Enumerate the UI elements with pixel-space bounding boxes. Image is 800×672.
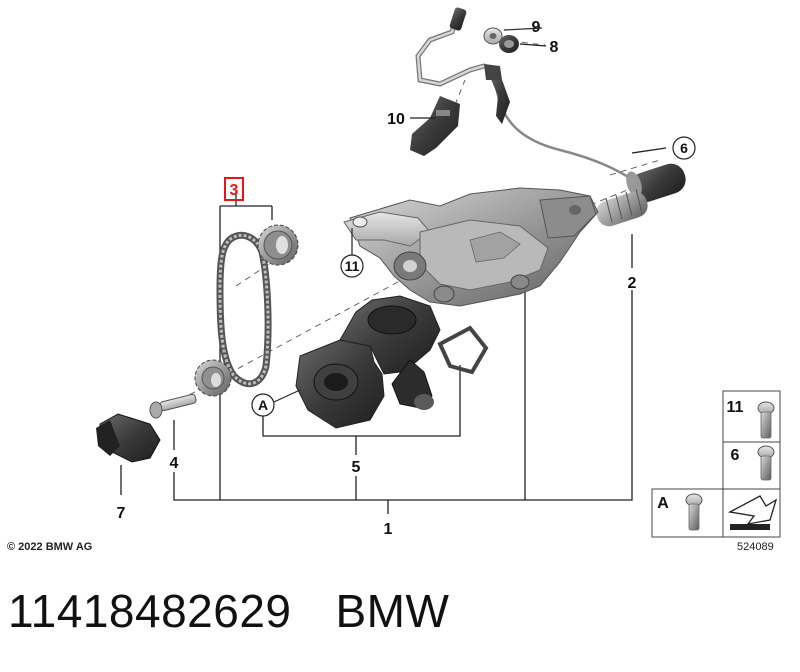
callout-10: 10 [387, 111, 405, 128]
callout-6: 6 [680, 140, 688, 156]
part-number: 11418482629 [8, 585, 292, 637]
lower-sprocket [194, 359, 232, 397]
legend-bolt-A [685, 493, 703, 531]
part-6-sensor-cable [484, 64, 686, 203]
callout-4: 4 [170, 455, 179, 472]
callout-1: 1 [384, 521, 393, 538]
oil-pump-body [343, 187, 599, 307]
part-7-chain-guide [96, 413, 161, 463]
callout-8: 8 [550, 39, 559, 56]
fastener-legend: 11 6 A [651, 390, 781, 538]
legend-bolt-6 [757, 445, 775, 481]
part-8-9-seal-nut [483, 27, 519, 53]
part-3-drive-chain [216, 231, 272, 388]
callout-11: 11 [345, 258, 360, 274]
parts-diagram: 3 1 2 4 5 7 8 9 10 6 11 A 11 6 A [96, 7, 781, 538]
replace-arrow-icon [728, 495, 778, 530]
part-2-control-valve [596, 188, 648, 227]
callout-3: 3 [230, 182, 239, 199]
copyright-notice: © 2022 BMW AG [7, 541, 93, 553]
legend-bolt-11 [757, 401, 775, 439]
assembly-bracket-lines [120, 147, 667, 514]
part-4-bolt [149, 393, 197, 419]
callout-5: 5 [352, 459, 361, 476]
legend-label-A: A [657, 495, 669, 512]
brand-name: BMW [335, 585, 450, 637]
callout-9: 9 [532, 19, 541, 36]
legend-label-6: 6 [731, 447, 740, 464]
image-number: 524089 [737, 541, 774, 553]
part-5-suction-pipe [295, 295, 489, 429]
callout-labels: 3 1 2 4 5 7 8 9 10 6 11 A [117, 19, 696, 538]
part-caption: 11418482629 BMW [8, 584, 449, 638]
part-10-guide-tube [410, 7, 487, 156]
callout-7: 7 [117, 505, 126, 522]
upper-sprocket [257, 224, 299, 266]
legend-label-11: 11 [727, 399, 744, 416]
callout-2: 2 [628, 275, 637, 292]
callout-A: A [258, 397, 268, 413]
highlight-box [224, 177, 244, 201]
